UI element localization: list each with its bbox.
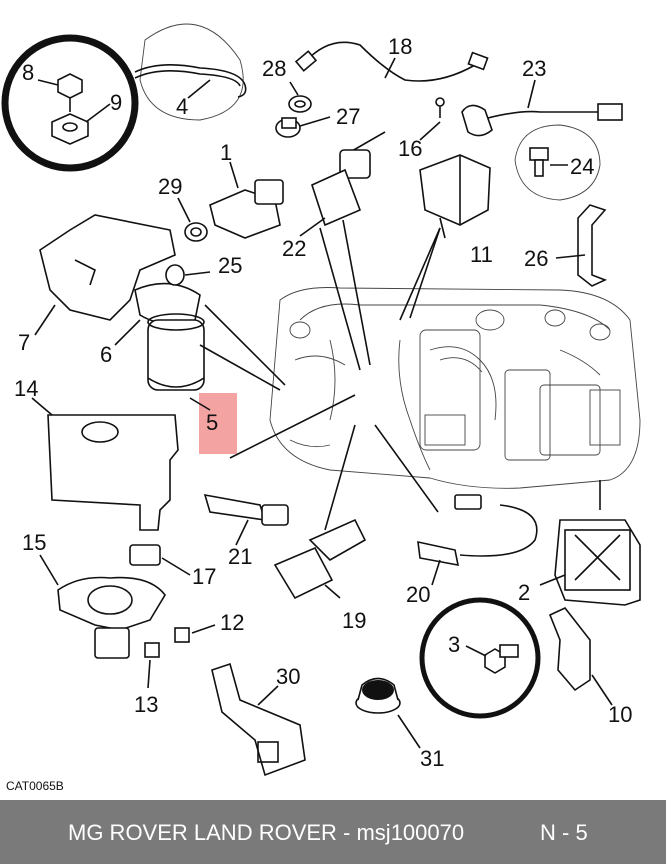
part-5-coil: [114, 264, 286, 411]
part-23-sensor: [435, 79, 623, 137]
part-16-bolt: [419, 121, 441, 141]
footer-title: MG ROVER LAND ROVER - msj100070: [68, 820, 465, 845]
part-31-grommet: [355, 677, 421, 749]
callout-17: 17: [192, 564, 216, 589]
part-22-sensor: [299, 131, 386, 371]
detail-circle-8-9: [1, 34, 139, 172]
callout-24: 24: [570, 154, 594, 179]
parts-27-28: [275, 81, 331, 138]
part-21-sensor: [203, 394, 356, 546]
callout-26: 26: [524, 246, 548, 271]
callout-9: 9: [110, 90, 122, 115]
callout-20: 20: [406, 582, 430, 607]
callout-23: 23: [522, 56, 546, 81]
callout-22: 22: [282, 236, 306, 261]
callout-8: 8: [22, 60, 34, 85]
callout-25: 25: [218, 253, 242, 278]
callout-12: 12: [220, 610, 244, 635]
callout-7: 7: [18, 330, 30, 355]
parts-12-13: [144, 624, 216, 689]
parts-diagram: 8 9 4 28 18 23 27 16 24 1 29 22 11 26 25…: [1, 23, 641, 793]
callout-27: 27: [336, 104, 360, 129]
callout-13: 13: [134, 692, 158, 717]
detail-circle-24: [514, 124, 601, 201]
part-20-sensor: [374, 424, 538, 586]
part-2-ecu: [539, 480, 641, 606]
callout-5: 5: [206, 410, 218, 435]
callout-28: 28: [262, 56, 286, 81]
callout-10: 10: [608, 702, 632, 727]
part-11-sensor: [419, 154, 491, 239]
callout-21: 21: [228, 544, 252, 569]
engine-bay-illustration: [269, 287, 641, 489]
callout-11: 11: [470, 242, 493, 267]
callout-1: 1: [220, 140, 232, 165]
callout-31: 31: [420, 746, 444, 771]
part-1-switch: [177, 161, 284, 242]
callout-16: 16: [398, 136, 422, 161]
callout-6: 6: [100, 342, 112, 367]
part-15-sensor: [39, 544, 191, 659]
callout-14: 14: [14, 376, 38, 401]
callout-30: 30: [276, 664, 300, 689]
callout-4: 4: [176, 94, 188, 119]
callout-18: 18: [388, 34, 412, 59]
callout-19: 19: [342, 608, 366, 633]
callout-labels: 8 9 4 28 18 23 27 16 24 1 29 22 11 26 25…: [6, 34, 632, 793]
part-30-bracket: [211, 662, 306, 777]
part-18-sensor-lead: [294, 41, 489, 82]
callout-15: 15: [22, 530, 46, 555]
callout-2: 2: [518, 580, 530, 605]
part-14-bracket: [31, 397, 179, 531]
detail-circle-3: [419, 597, 541, 719]
part-26-bracket: [555, 204, 608, 287]
callout-3: 3: [448, 632, 460, 657]
footer-bar: MG ROVER LAND ROVER - msj100070 N - 5: [0, 800, 666, 864]
callout-29: 29: [158, 174, 182, 199]
part-19-sensor: [273, 424, 367, 600]
part-7-bracket: [34, 214, 176, 336]
page-number: N - 5: [540, 820, 588, 845]
part-10-bracket: [548, 607, 613, 706]
highlight-box: [199, 393, 237, 454]
catalog-code: CAT0065B: [6, 779, 64, 793]
detail-circle-4: [134, 23, 247, 121]
